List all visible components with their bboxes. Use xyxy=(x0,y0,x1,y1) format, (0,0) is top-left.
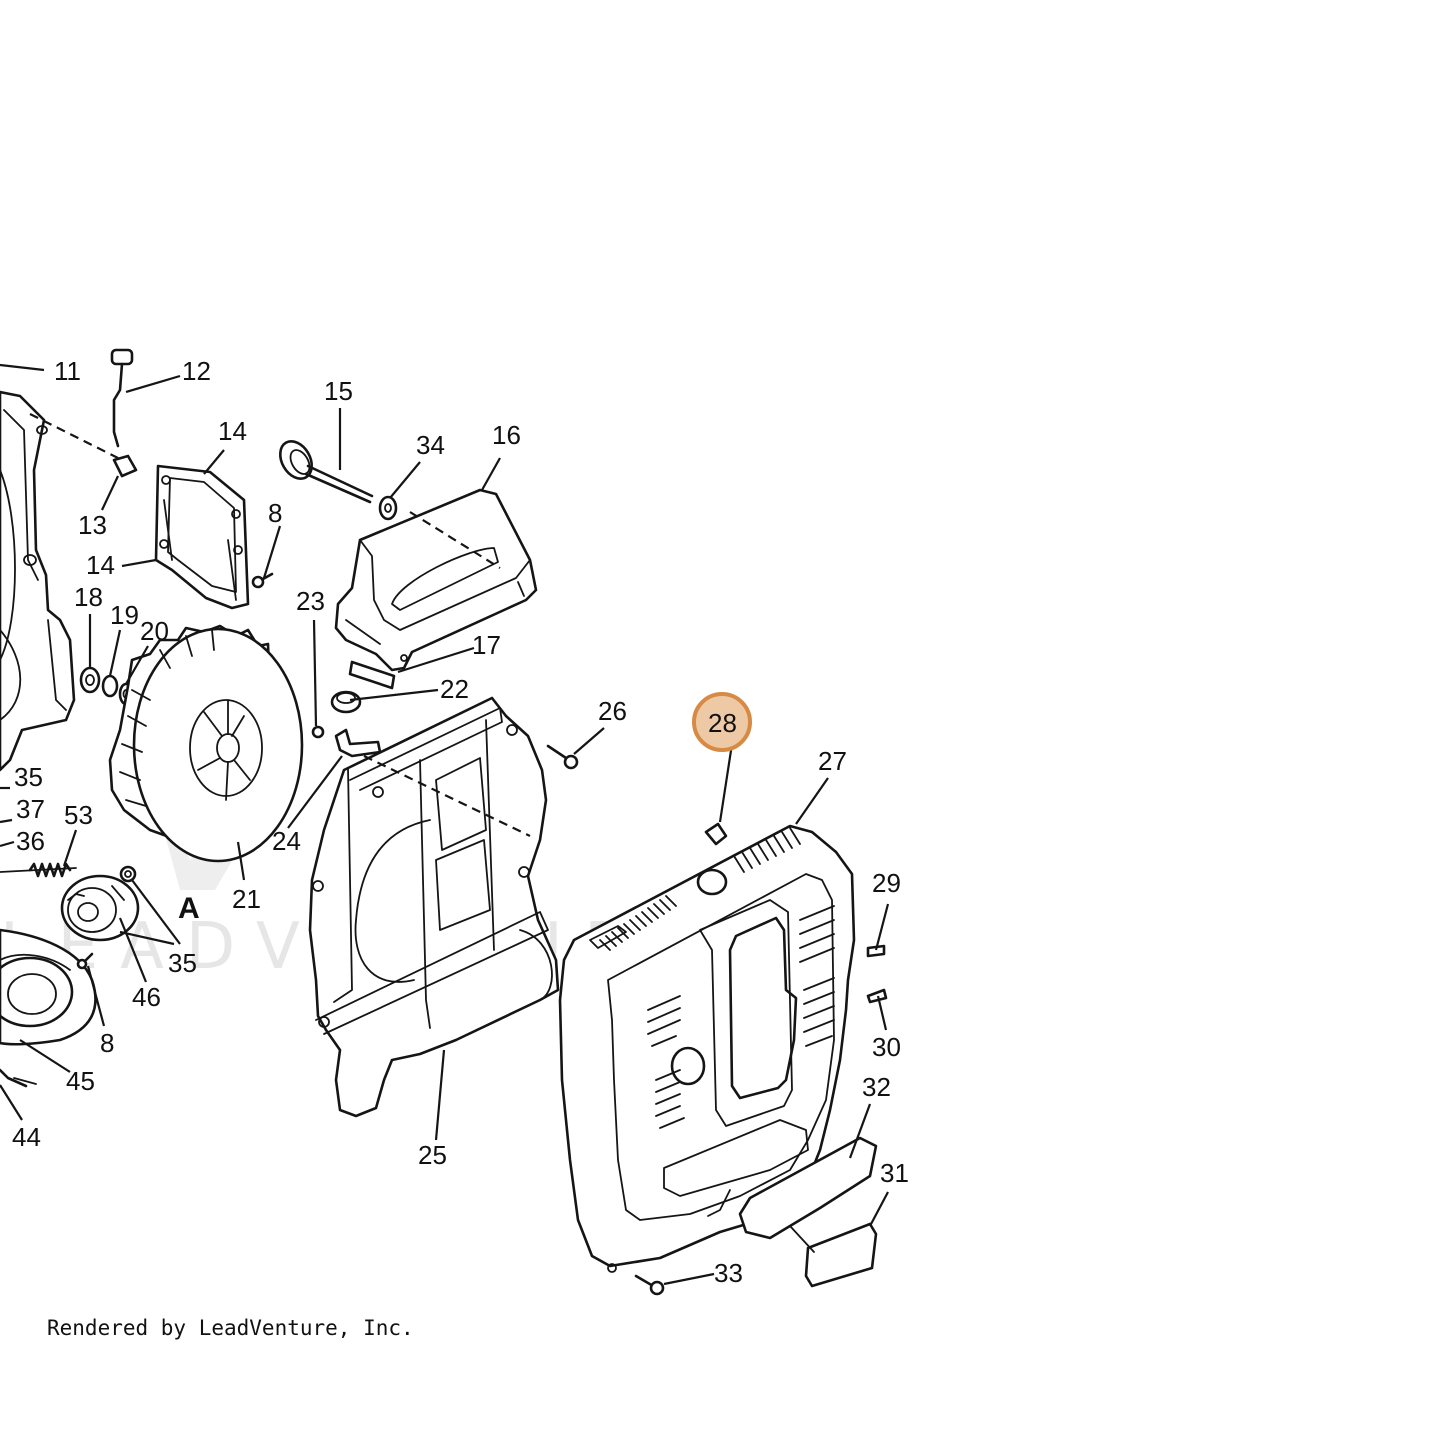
grommet-part-28 xyxy=(704,822,728,846)
callout-16[interactable]: 16 xyxy=(492,420,521,450)
callout-17[interactable]: 17 xyxy=(472,630,501,660)
callout-37[interactable]: 37 xyxy=(16,794,45,824)
callout-14-upper[interactable]: 14 xyxy=(218,416,247,446)
screw-part-8 xyxy=(251,572,274,589)
screw-part-33 xyxy=(634,1274,665,1296)
callout-35-lower[interactable]: 35 xyxy=(168,948,197,978)
callout-15[interactable]: 15 xyxy=(324,376,353,406)
starter-pulley-part-46 xyxy=(60,874,140,942)
callout-31[interactable]: 31 xyxy=(880,1158,909,1188)
tube-part-24 xyxy=(334,728,382,758)
washer-part-34 xyxy=(378,495,398,521)
dipstick-part-12 xyxy=(110,348,134,448)
spring-part-53 xyxy=(0,862,77,878)
starter-case-part xyxy=(0,928,97,1046)
callout-13[interactable]: 13 xyxy=(78,510,107,540)
callout-27[interactable]: 27 xyxy=(818,746,847,776)
handle-part-16 xyxy=(334,488,538,672)
callout-11[interactable]: 11 xyxy=(54,356,81,386)
callout-20[interactable]: 20 xyxy=(140,616,169,646)
callout-22[interactable]: 22 xyxy=(440,674,469,704)
vent-slots xyxy=(599,827,835,1129)
callout-53[interactable]: 53 xyxy=(64,800,93,830)
highlight-circle-28 xyxy=(692,692,752,752)
screw-part-23 xyxy=(311,725,325,739)
callout-45[interactable]: 45 xyxy=(66,1066,95,1096)
fan-shroud-part-25 xyxy=(308,696,560,1118)
screw-part-26 xyxy=(546,744,579,770)
callout-35-upper[interactable]: 35 xyxy=(14,762,43,792)
callout-23[interactable]: 23 xyxy=(296,586,325,616)
callout-34[interactable]: 34 xyxy=(416,430,445,460)
leader-lines xyxy=(0,363,890,1286)
flywheel-part-21 xyxy=(108,624,304,863)
bolt-part-15 xyxy=(278,440,374,504)
callout-24[interactable]: 24 xyxy=(272,826,301,856)
callout-32[interactable]: 32 xyxy=(862,1072,891,1102)
callout-26[interactable]: 26 xyxy=(598,696,627,726)
callout-46[interactable]: 46 xyxy=(132,982,161,1012)
callout-18[interactable]: 18 xyxy=(74,582,103,612)
nut-washer-parts-18-19-20 xyxy=(79,666,134,706)
callout-8-lower[interactable]: 8 xyxy=(100,1028,114,1058)
left-housing-part xyxy=(0,390,76,772)
decal-part-32 xyxy=(738,1136,878,1240)
render-credit: Rendered by LeadVenture, Inc. xyxy=(47,1316,414,1340)
callout-33[interactable]: 33 xyxy=(714,1258,743,1288)
front-cover-part-27 xyxy=(558,824,856,1273)
callout-36[interactable]: 36 xyxy=(16,826,45,856)
callout-21[interactable]: 21 xyxy=(232,884,261,914)
callout-12[interactable]: 12 xyxy=(182,356,211,386)
wire-part-44 xyxy=(0,1068,37,1121)
callout-30[interactable]: 30 xyxy=(872,1032,901,1062)
bolt-part-35 xyxy=(119,865,137,883)
callout-19[interactable]: 19 xyxy=(110,600,139,630)
grommet-part-13 xyxy=(112,454,138,478)
pin-part-29 xyxy=(866,944,886,958)
screw-part-8-lower xyxy=(76,952,94,970)
callout-29[interactable]: 29 xyxy=(872,868,901,898)
callout-labels: 11 12 13 14 14 15 16 17 18 19 20 21 22 2… xyxy=(12,356,909,1288)
gasket-part-14 xyxy=(154,464,250,610)
callout-14-lower[interactable]: 14 xyxy=(86,550,115,580)
decal-part-31 xyxy=(804,1222,878,1288)
pin-part-30 xyxy=(866,988,888,1004)
callout-25[interactable]: 25 xyxy=(418,1140,447,1170)
callout-8-upper[interactable]: 8 xyxy=(268,498,282,528)
pin-part-17 xyxy=(348,660,396,690)
callout-44[interactable]: 44 xyxy=(12,1122,41,1152)
view-marker-a: A xyxy=(178,892,200,925)
callout-28[interactable]: 28 xyxy=(708,708,737,738)
grommet-part-22 xyxy=(330,690,362,714)
